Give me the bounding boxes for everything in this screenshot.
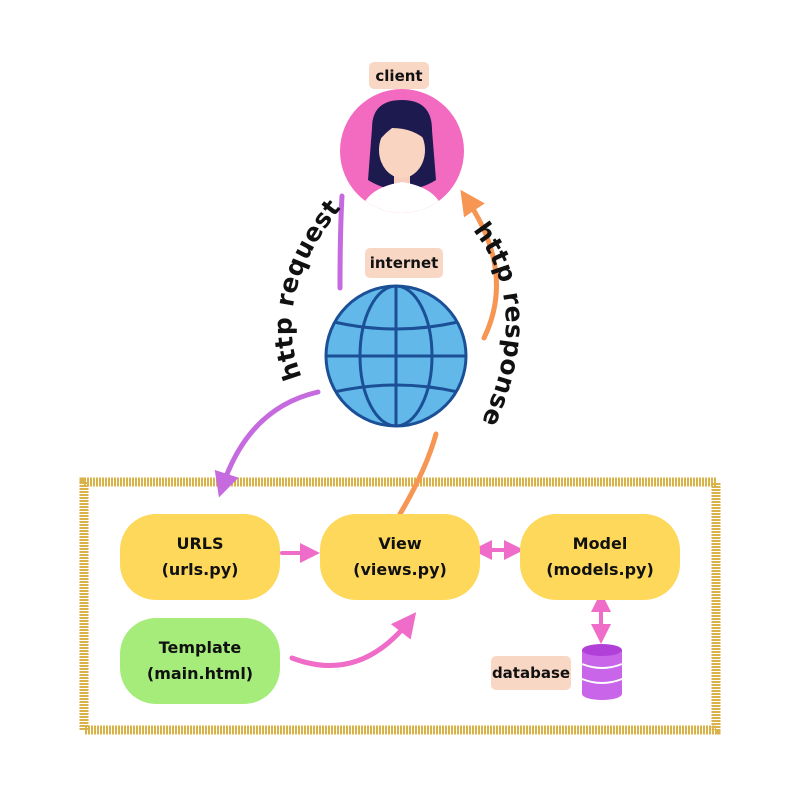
response-arrow-globe-to-client [460, 189, 499, 341]
database-label: database [491, 656, 571, 690]
request-arrow-globe-to-urls [214, 389, 321, 498]
view-box: View (views.py) [320, 514, 480, 600]
response-arrow-view-to-globe [397, 431, 439, 517]
view-title: View [378, 534, 422, 553]
template-file: (main.html) [146, 664, 254, 683]
urls-title: URLS [176, 534, 224, 553]
template-title: Template [158, 638, 242, 657]
app-frame [79, 477, 721, 735]
template-box: Template (main.html) [120, 618, 280, 704]
model-file: (models.py) [546, 560, 654, 579]
urls-file: (urls.py) [161, 560, 239, 579]
model-title: Model [572, 534, 628, 553]
view-file: (views.py) [353, 560, 447, 579]
urls-box: URLS (urls.py) [120, 514, 280, 600]
http-response-label: http response [468, 217, 529, 432]
model-box: Model (models.py) [520, 514, 680, 600]
database-icon [581, 644, 623, 700]
internet-label: internet [365, 248, 443, 278]
request-arrow-client-to-globe [337, 193, 345, 291]
globe-icon [324, 284, 468, 428]
template-to-view-arrow [289, 612, 417, 668]
client-label: client [369, 62, 429, 89]
client-avatar-icon [340, 89, 464, 213]
